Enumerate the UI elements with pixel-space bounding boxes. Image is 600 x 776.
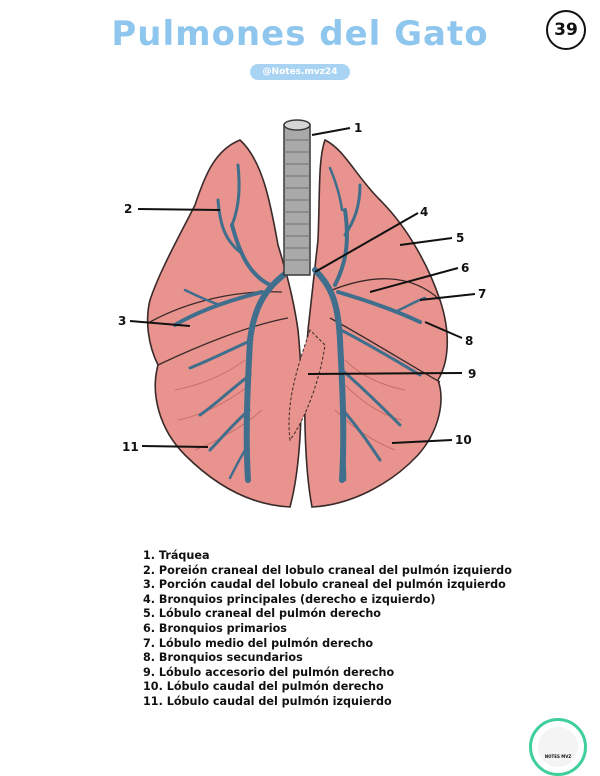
accessory-lobe [288, 329, 326, 442]
right-lobe-division-1 [331, 278, 441, 301]
legend-item-8: 8. Bronquios secundarios [143, 651, 303, 665]
legend-item-6: 6. Bronquios primarios [143, 621, 287, 635]
callout-8: 8 [465, 334, 473, 348]
bronchial-tree [173, 163, 427, 483]
right-lobe-division-2 [329, 317, 441, 383]
legend-item-7: 7. Lóbulo medio del pulmón derecho [143, 636, 374, 650]
legend-item-9: 9. Lóbulo accesorio del pulmón derecho [143, 665, 395, 679]
trachea [283, 119, 311, 276]
left-lobe-division-2 [157, 317, 289, 366]
callout-lines [129, 127, 476, 448]
page-title: Pulmones del Gato [111, 14, 489, 54]
legend-item-4: 4. Bronquios principales (derecho e izqu… [143, 592, 436, 606]
callout-5: 5 [456, 231, 464, 245]
callout-4: 4 [420, 205, 428, 219]
page-number-badge: 39 [546, 10, 586, 50]
callout-1: 1 [354, 121, 362, 135]
callout-11: 11 [122, 440, 139, 454]
legend-item-2: 2. Poreión craneal del lobulo craneal de… [143, 563, 512, 577]
logo-emblem-icon [538, 727, 578, 767]
callout-2: 2 [124, 202, 132, 216]
legend-item-5: 5. Lóbulo craneal del pulmón derecho [143, 607, 381, 621]
callout-3: 3 [118, 314, 126, 328]
legend-item-10: 10. Lóbulo caudal del pulmón derecho [143, 680, 384, 694]
legend-item-11: 11. Lóbulo caudal del pulmón izquierdo [143, 694, 392, 708]
callout-7: 7 [478, 287, 486, 301]
callout-9: 9 [468, 367, 476, 381]
callout-10: 10 [455, 433, 472, 447]
callout-6: 6 [461, 261, 469, 275]
legend-list: 1. Tráquea 2. Poreión craneal del lobulo… [143, 549, 543, 710]
author-handle-badge: @Notes.mvz24 [250, 64, 350, 80]
legend-item-3: 3. Porción caudal del lobulo craneal del… [143, 578, 506, 592]
logo-text: NOTES MVZ [544, 754, 572, 759]
brand-logo: NOTES MVZ [529, 718, 587, 776]
legend-item-1: 1. Tráquea [143, 549, 210, 562]
